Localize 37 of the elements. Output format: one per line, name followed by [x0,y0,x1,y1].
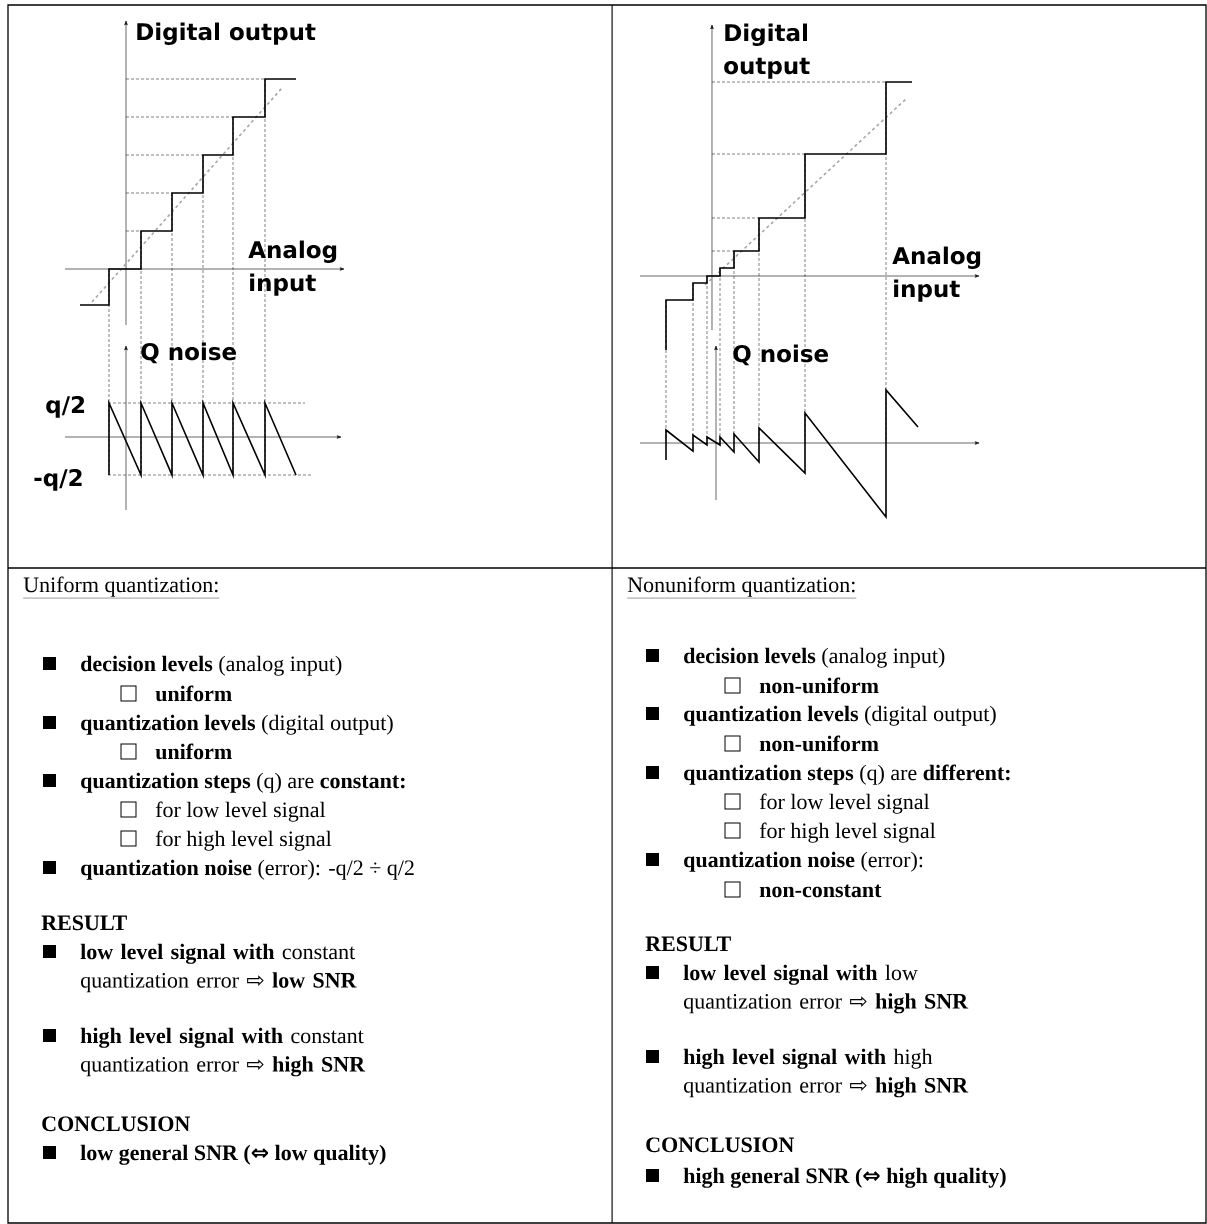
section-heading: Uniform quantization: [23,576,220,599]
list-item: high general SNR (⇔ high quality) [683,1167,1006,1188]
list-item: quantization noise (error): [684,851,923,872]
section-label: CONCLUSION [42,1116,191,1132]
tick-label: q/2 [46,395,85,418]
axis-label: Digital output [724,23,810,79]
axis-label: Analog input [248,240,337,296]
tick-label: -q/2 [34,468,82,491]
list-item: quantization noise (error): -q/2 ÷ q/2 [81,859,414,880]
list-item: low level signal with low quantization error ⇨ high SNR [683,964,969,1014]
axis-label: Analog input [892,246,981,302]
list-item: uniform [155,685,232,702]
list-item: quantization levels (digital output) [81,714,393,735]
axis-label: Q noise [733,344,828,366]
list-item: non-uniform [759,677,879,694]
list-item: for low level signal [155,801,326,822]
list-item: for low level signal [759,793,930,814]
list-item: quantization steps (q) are constant: [81,772,405,793]
list-item: low level signal with constant quantization error ⇨ low SNR [80,943,357,993]
axis-label: Digital output [137,22,316,45]
section-label: RESULT [41,915,127,931]
list-item: uniform [155,743,232,760]
list-item: quantization levels (digital output) [684,705,996,726]
list-item: for high level signal [155,830,332,851]
section-label: CONCLUSION [646,1137,795,1153]
section-heading: Nonuniform quantization: [627,576,857,599]
list-item: decision levels (analog input) [81,655,342,676]
list-item: low general SNR (⇔ low quality) [80,1144,386,1165]
list-item: high level signal with high quantization error ⇨ high SNR [683,1048,969,1098]
list-item: non-constant [759,884,882,898]
list-item: for high level signal [759,822,936,843]
list-item: high level signal with constant quantization error ⇨ high SNR [80,1027,366,1077]
axis-label: Q noise [141,342,236,364]
list-item: quantization steps (q) are different: [684,764,1010,785]
list-item: decision levels (analog input) [684,647,945,668]
list-item: non-uniform [759,735,879,752]
section-label: RESULT [645,936,731,952]
